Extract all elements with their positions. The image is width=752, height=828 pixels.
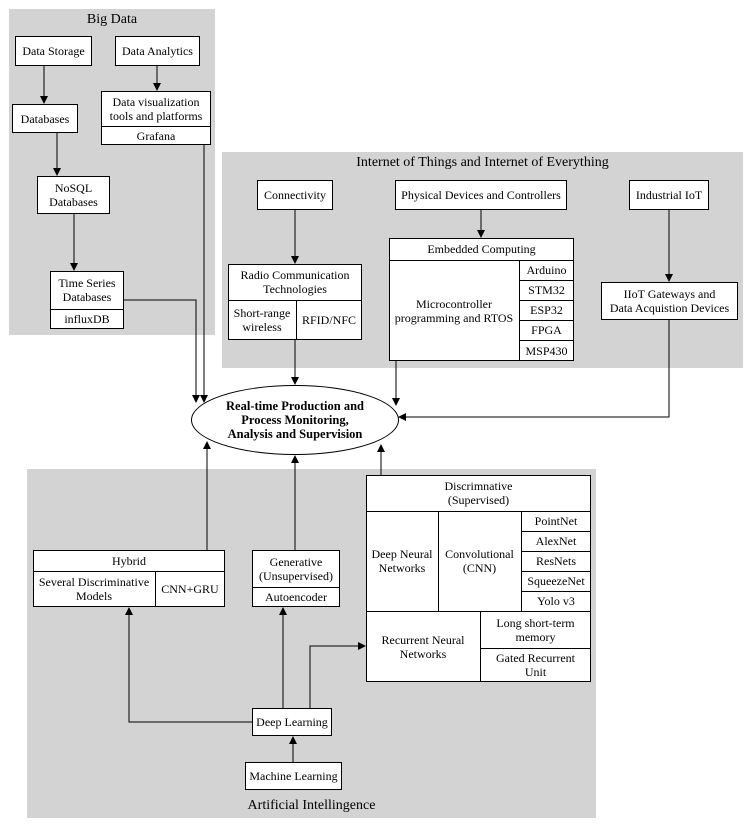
divider [521, 531, 591, 532]
gateways-box: IIoT Gateways and Data Acquistion Device… [601, 282, 738, 320]
board-esp32: ESP32 [530, 303, 563, 317]
embedded-label: Embedded Computing [427, 242, 536, 256]
time-series-group [50, 271, 124, 329]
divider [521, 511, 522, 611]
ai-title: Artificial Intellingence [247, 798, 376, 813]
divider [519, 320, 574, 321]
board-arduino: Arduino [526, 263, 567, 277]
gateways-label: IIoT Gateways and Data Acquistion Device… [609, 287, 730, 315]
arrow-timeseries-to-center [124, 299, 200, 403]
divider [438, 511, 439, 611]
generative-label: Generative (Unsupervised) [259, 554, 333, 583]
divider [480, 611, 481, 682]
databases-box: Databases [12, 104, 78, 133]
divider [519, 280, 574, 281]
big-data-title: Big Data [86, 12, 138, 27]
generative-group [252, 550, 340, 607]
dnn-label: Deep Neural Networks [371, 547, 433, 575]
divider [480, 648, 591, 649]
connectivity-box: Connectivity [257, 180, 333, 210]
divider [228, 300, 362, 301]
discriminative-group [366, 475, 591, 682]
divider [519, 340, 574, 341]
board-stm32: STM32 [528, 283, 565, 297]
cnn-label: Convolutional (CNN) [445, 547, 514, 575]
divider [155, 571, 156, 607]
several-models-label: Several Discriminative Models [38, 575, 150, 603]
divider [521, 571, 591, 572]
divider [521, 591, 591, 592]
short-range-label: Short-range wireless [233, 306, 291, 334]
industrial-iot-box: Industrial IoT [629, 180, 709, 210]
arrow-dl-to-rnn [309, 642, 366, 708]
viz-tools-label: Data visualization tools and platforms [109, 94, 203, 123]
grafana-label: Grafana [136, 128, 176, 143]
iot-title: Internet of Things and Internet of Every… [356, 155, 609, 170]
lstm-label: Long short-term memory [496, 615, 575, 644]
divider [296, 300, 297, 340]
arrow-gateways-to-center [398, 320, 670, 421]
cnn-gru-label: CNN+GRU [161, 582, 219, 596]
autoencoder-label: Autoencoder [265, 590, 327, 604]
model-resnets: ResNets [536, 554, 576, 568]
nosql-box: NoSQL Databases [37, 176, 110, 214]
divider [519, 300, 574, 301]
divider [521, 551, 591, 552]
model-squeezenet: SqueezeNet [527, 574, 585, 588]
model-alexnet: AlexNet [535, 534, 577, 548]
divider [366, 511, 591, 512]
arrow-dl-to-hybrid [125, 607, 252, 723]
divider [101, 126, 211, 127]
central-goal-ellipse: Real-time Production and Process Monitor… [191, 385, 399, 455]
influxdb-label: influxDB [64, 312, 110, 326]
divider [389, 260, 574, 261]
nosql-label: NoSQL Databases [49, 181, 98, 209]
divider [519, 260, 520, 361]
discriminative-label: Discrimnative (Supervised) [444, 479, 513, 507]
hybrid-group [33, 550, 225, 607]
divider [50, 309, 124, 310]
model-pointnet: PointNet [534, 514, 578, 528]
board-fpga: FPGA [531, 323, 562, 337]
rnn-label: Recurrent Neural Networks [381, 632, 465, 661]
divider [366, 611, 591, 612]
divider [252, 587, 340, 588]
board-msp430: MSP430 [525, 343, 568, 358]
radio-label: Radio Communication Technologies [240, 268, 350, 296]
hybrid-label: Hybrid [112, 553, 146, 568]
divider [33, 571, 225, 572]
data-analytics-box: Data Analytics [115, 36, 200, 66]
microcontroller-label: Microcontroller programming and RTOS [394, 296, 514, 325]
time-series-label: Time Series Databases [58, 276, 116, 304]
model-yolov3: Yolo v3 [537, 594, 575, 608]
machine-learning-box: Machine Learning [245, 762, 342, 790]
gru-label: Gated Recurrent Unit [496, 651, 575, 679]
physical-devices-box: Physical Devices and Controllers [395, 180, 567, 210]
deep-learning-box: Deep Learning [252, 708, 332, 736]
viz-tools-group [101, 91, 211, 145]
radio-group [228, 264, 362, 340]
data-storage-box: Data Storage [15, 36, 92, 66]
rfid-label: RFID/NFC [301, 313, 357, 327]
